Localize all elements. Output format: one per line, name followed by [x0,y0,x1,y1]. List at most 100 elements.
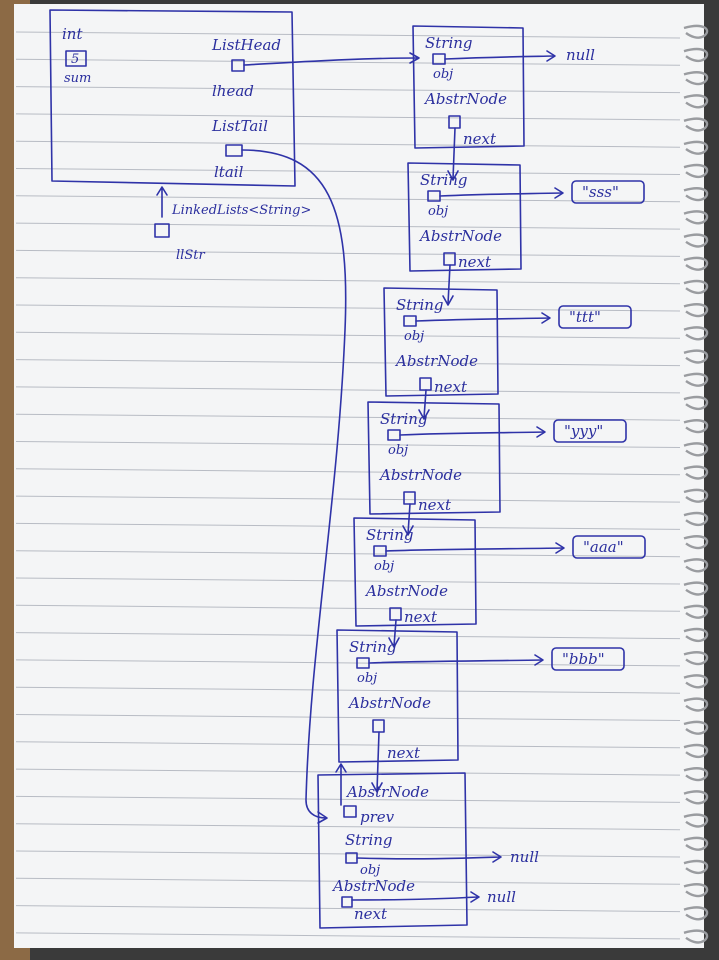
ruled-line [15,249,681,257]
reference-type-label: LinkedLists<String> [171,203,311,218]
ruled-line [15,386,681,394]
spiral-ring [683,372,709,387]
tail-next-value: null [487,888,516,906]
node-next-label: next [463,130,497,148]
ruled-line [15,823,681,831]
node-next-label: next [434,378,468,396]
spiral-ring [683,395,709,411]
spiral-ring [683,883,709,898]
spiral-ring [683,326,709,341]
node-next-arrow-head [402,525,414,536]
ruled-line [15,304,681,312]
ruled-line [15,277,681,285]
node-next-label: next [418,496,452,514]
node-string-label: String [366,526,414,544]
ruled-line [15,113,681,121]
lhead-name-label: lhead [212,82,254,100]
spiral-ring [683,24,709,39]
node-box [367,401,501,515]
node-abstrnode-label: AbstrNode [378,466,462,484]
ruled-line [15,632,681,640]
reference-box [154,223,170,238]
ruled-line [15,877,681,885]
ruled-line [15,850,681,858]
node-obj-arrow [368,659,543,664]
node-obj-arrow-head [534,654,544,666]
node-next-arrow-head [418,409,430,420]
spiral-ring [683,535,709,550]
node-obj-arrow [399,431,545,436]
spiral-ring [683,767,709,782]
node-string-label: String [396,296,444,314]
spiral-ring [683,929,709,944]
node-next-label: next [387,744,421,762]
string-value: "ttt" [569,308,601,326]
node-next-arrow [447,264,451,305]
node-abstrnode-label: AbstrNode [347,694,431,712]
ruled-line [15,659,681,667]
tail-obj-value: null [510,848,539,866]
node-next-arrow-head [442,295,454,306]
node-obj-arrow [415,317,550,322]
spiral-ring [683,581,709,596]
node-obj-label: obj [433,67,453,82]
node-next-arrow-head [447,170,459,181]
spiral-ring [683,859,709,875]
spiral-ring [683,187,709,202]
node-obj-arrow-head [541,312,551,324]
tail-prev-label: prev [360,808,395,826]
ruled-line [15,741,681,749]
node-string-label: String [349,638,397,656]
node-next-arrow [393,619,397,647]
ruled-line [15,768,681,776]
ruled-line [15,359,681,367]
tail-next-box [341,896,353,908]
null-value: null [566,46,595,64]
spiral-ring [683,651,709,666]
sum-name-label: sum [64,71,91,86]
ruled-line [15,495,681,503]
spiral-ring [683,813,709,828]
node-next-label: next [458,253,492,271]
sum-value: 5 [71,52,79,67]
ruled-line [15,140,681,148]
notebook-page [14,4,704,948]
ruled-line [15,86,681,94]
tail-string-label: String [345,831,393,849]
string-value: "sss" [582,183,619,201]
node-obj-arrow-head [536,426,546,438]
ruled-line [15,795,681,803]
node-obj-label: obj [357,671,377,686]
tail-next-arrow [351,891,480,903]
ruled-line [15,31,681,39]
ruled-line [15,604,681,612]
ruled-line [15,331,681,339]
spiral-ring [683,256,709,271]
spiral-ring [683,419,709,434]
ltail-arrow [241,149,347,819]
spiral-ring [683,279,709,295]
tail-prev-type: AbstrNode [345,783,429,801]
string-value: "yyy" [564,422,603,440]
node-obj-arrow-head [554,187,564,199]
ruled-line [15,577,681,585]
node-next-arrow [452,127,456,180]
spiral-ring [683,94,709,109]
node-obj-label: obj [428,204,448,219]
spiral-ring [683,47,709,63]
node-obj-arrow-head [555,542,565,554]
spiral-ring [683,836,709,851]
node-next-label: next [404,608,438,626]
node-next-arrow [423,389,427,419]
list-object-box: int 5 sum ListHead lhead ListTail ltail [49,9,296,187]
node-obj-label: obj [374,559,394,574]
tail-next-label: next [354,905,388,923]
int-type-label: int [62,25,83,43]
value-box [553,419,627,443]
spiral-ring [683,697,709,712]
